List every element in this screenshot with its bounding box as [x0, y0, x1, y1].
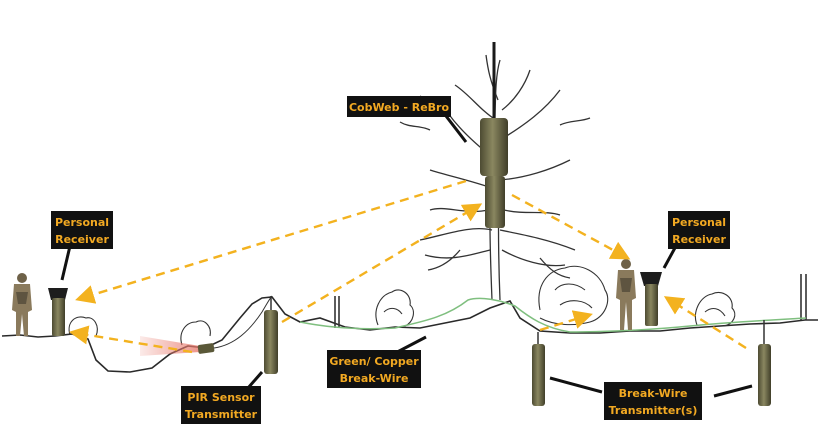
label-rebro: CobWeb - ReBro — [347, 96, 451, 117]
label-pir-sensor-line1: PIR Sensor — [187, 391, 255, 404]
arrow-rebro-to-right-receiver — [511, 193, 631, 260]
bushes — [68, 265, 736, 346]
label-personal-receiver-left-line2: Receiver — [55, 233, 109, 246]
label-break-wire-line1: Green/ Copper — [329, 355, 419, 368]
arrow-rebro-to-left-receiver — [75, 179, 467, 304]
label-personal-receiver-left-line1: Personal — [55, 216, 109, 229]
terrain-line — [1, 296, 818, 373]
label-personal-receiver-right-line2: Receiver — [672, 233, 726, 246]
fence-posts — [334, 274, 807, 328]
pir-cable — [213, 295, 273, 349]
label-pir-sensor-line2: Transmitter — [185, 408, 258, 421]
label-break-wire-line2: Break-Wire — [340, 372, 409, 385]
personal-receiver-right-device — [640, 272, 662, 326]
break-wire-transmitter-2 — [758, 320, 771, 406]
personal-receiver-left-device — [48, 288, 68, 336]
rebro-device — [480, 42, 508, 228]
label-break-wire-transmitters-line1: Break-Wire — [619, 387, 688, 400]
pir-transmitter-device — [264, 296, 278, 374]
label-personal-receiver-left: Personal Receiver — [51, 211, 113, 249]
label-personal-receiver-right-line1: Personal — [672, 216, 726, 229]
label-rebro-text: CobWeb - ReBro — [349, 101, 450, 114]
label-personal-receiver-right: Personal Receiver — [668, 211, 730, 249]
label-break-wire-transmitters-line2: Transmitter(s) — [609, 404, 698, 417]
label-break-wire-transmitters: Break-Wire Transmitter(s) — [604, 382, 702, 420]
pir-sensor-device — [197, 343, 215, 354]
signal-arrows — [68, 179, 747, 354]
arrow-transmitter1-to-bush — [539, 310, 593, 332]
label-break-wire: Green/ Copper Break-Wire — [327, 350, 421, 388]
soldier-left — [12, 273, 32, 336]
break-wire-transmitter-1 — [532, 332, 545, 406]
label-pir-sensor: PIR Sensor Transmitter — [181, 386, 261, 424]
soldier-right — [616, 259, 636, 330]
arrow-pir-sensor-to-left-receiver — [68, 325, 193, 354]
arrow-pir-to-rebro — [281, 203, 483, 324]
break-wire-line — [299, 297, 807, 333]
